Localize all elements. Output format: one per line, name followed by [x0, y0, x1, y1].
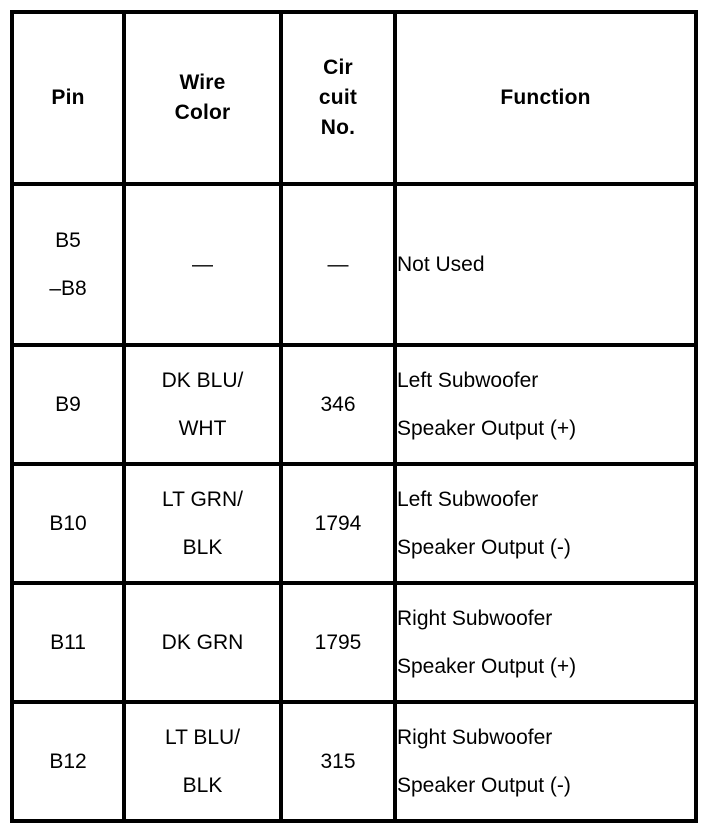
- cell-pin: B12: [10, 700, 126, 823]
- pin-line-1: B12: [49, 749, 87, 773]
- table-row: B11 DK GRN 1795 Right Subwoofer Speaker …: [10, 581, 698, 704]
- column-header-function-line-1: Function: [500, 86, 591, 109]
- cell-wire-color: LT BLU/ BLK: [122, 700, 283, 823]
- function-line-1: Right Subwoofer: [397, 725, 553, 749]
- wire-color-line-2: WHT: [178, 416, 227, 440]
- column-header-circuit-no-line-2: cuit: [318, 86, 358, 109]
- pin-line-2: –B8: [49, 276, 87, 300]
- cell-pin: B10: [10, 462, 126, 585]
- column-header-function: Function: [393, 10, 698, 186]
- table-row: B12 LT BLU/ BLK 315 Right Subwoofer Spea…: [10, 700, 698, 823]
- function-line-1: Right Subwoofer: [397, 606, 553, 630]
- cell-circuit-no: 346: [279, 343, 397, 466]
- function-line-1: Not Used: [397, 252, 485, 276]
- column-header-pin-line-1: Pin: [51, 86, 85, 109]
- cell-wire-color: DK BLU/ WHT: [122, 343, 283, 466]
- column-header-circuit-no-line-3: No.: [320, 116, 356, 139]
- cell-function: Not Used: [393, 182, 698, 347]
- cell-circuit-no: 1795: [279, 581, 397, 704]
- column-header-circuit-no-line-1: Cir: [323, 56, 353, 79]
- cell-pin: B9: [10, 343, 126, 466]
- function-line-1: Left Subwoofer: [397, 368, 539, 392]
- cell-function: Left Subwoofer Speaker Output (+): [393, 343, 698, 466]
- table-body: B5 –B8 — — Not Used B9 DK BLU/ WHT: [10, 182, 698, 823]
- function-line-2: Speaker Output (+): [397, 654, 577, 678]
- table-row: B10 LT GRN/ BLK 1794 Left Subwoofer Spea…: [10, 462, 698, 585]
- function-line-2: Speaker Output (-): [397, 773, 571, 797]
- pin-line-1: B9: [55, 392, 81, 416]
- table-row: B5 –B8 — — Not Used: [10, 182, 698, 347]
- cell-circuit-no: 1794: [279, 462, 397, 585]
- function-line-2: Speaker Output (-): [397, 535, 571, 559]
- connector-pinout-table: Pin Wire Color Cir cuit No. Function: [10, 10, 698, 823]
- header-row: Pin Wire Color Cir cuit No. Function: [10, 10, 698, 186]
- table-row: B9 DK BLU/ WHT 346 Left Subwoofer Speake…: [10, 343, 698, 466]
- cell-wire-color: DK GRN: [122, 581, 283, 704]
- column-header-wire-color-line-1: Wire: [179, 71, 226, 94]
- wire-color-line-1: DK GRN: [161, 630, 244, 654]
- cell-function: Right Subwoofer Speaker Output (+): [393, 581, 698, 704]
- cell-function: Left Subwoofer Speaker Output (-): [393, 462, 698, 585]
- function-line-1: Left Subwoofer: [397, 487, 539, 511]
- function-line-2: Speaker Output (+): [397, 416, 577, 440]
- wire-color-line-1: DK BLU/: [161, 368, 244, 392]
- cell-pin: B11: [10, 581, 126, 704]
- pin-line-1: B10: [49, 511, 87, 535]
- pin-line-1: B11: [50, 630, 86, 654]
- wire-color-line-1: LT BLU/: [164, 725, 241, 749]
- cell-wire-color: LT GRN/ BLK: [122, 462, 283, 585]
- cell-function: Right Subwoofer Speaker Output (-): [393, 700, 698, 823]
- wire-color-line-1: LT GRN/: [162, 487, 243, 511]
- wire-color-line-2: BLK: [182, 773, 223, 797]
- cell-circuit-no: 315: [279, 700, 397, 823]
- wire-color-line-1: —: [192, 252, 213, 276]
- column-header-wire-color: Wire Color: [122, 10, 283, 186]
- column-header-wire-color-line-2: Color: [174, 101, 231, 124]
- pin-line-1: B5: [55, 228, 81, 252]
- cell-wire-color: —: [122, 182, 283, 347]
- table-header: Pin Wire Color Cir cuit No. Function: [10, 10, 698, 186]
- column-header-circuit-no: Cir cuit No.: [279, 10, 397, 186]
- cell-circuit-no: —: [279, 182, 397, 347]
- column-header-pin: Pin: [10, 10, 126, 186]
- wire-color-line-2: BLK: [182, 535, 223, 559]
- cell-pin: B5 –B8: [10, 182, 126, 347]
